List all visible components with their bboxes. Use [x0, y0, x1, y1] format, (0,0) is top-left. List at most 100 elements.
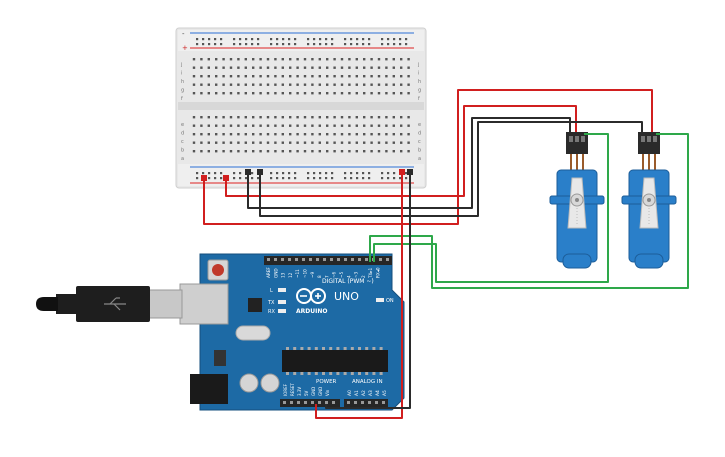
- breadboard-hole: [281, 66, 284, 69]
- rail-hole: [307, 172, 310, 175]
- breadboard-hole: [303, 124, 307, 127]
- breadboard-hole: [207, 58, 210, 61]
- breadboard-hole: [385, 133, 388, 136]
- wire-green-servo-1-signal[interactable]: [373, 133, 609, 283]
- breadboard-hole: [385, 124, 388, 127]
- breadboard-hole: [259, 92, 262, 95]
- wire-black-servo-1-ground[interactable]: [247, 117, 571, 209]
- breadboard-hole: [207, 150, 210, 153]
- breadboard-hole: [303, 150, 307, 153]
- breadboard-hole: [370, 141, 373, 144]
- rail-hole: [356, 43, 359, 46]
- row-label: h: [418, 79, 421, 85]
- rail-hole: [387, 177, 390, 180]
- breadboard-hole: [311, 116, 314, 119]
- rail-hole: [245, 177, 248, 180]
- row-label: a: [181, 156, 184, 162]
- wire-black-arduino-gnd[interactable]: [325, 172, 411, 409]
- breadboard-hole: [363, 66, 366, 69]
- row-label: e: [181, 122, 184, 128]
- breadboard-hole: [207, 75, 210, 78]
- ic-pin: [286, 372, 289, 375]
- breadboard-hole: [259, 83, 262, 86]
- rail-hole: [319, 172, 322, 175]
- breadboard-hole: [326, 83, 329, 86]
- servo-2-pin: [653, 136, 657, 142]
- row-label: j: [180, 62, 182, 68]
- breadboard-hole: [200, 83, 203, 86]
- breadboard-hole: [192, 124, 196, 127]
- breadboard-hole: [385, 83, 388, 86]
- servo-1-pin: [575, 136, 579, 142]
- breadboard-hole: [200, 150, 203, 153]
- wire-red-servo-2-power[interactable]: [203, 89, 653, 225]
- board-model-label: UNO: [334, 290, 359, 303]
- breadboard-hole: [252, 133, 255, 136]
- breadboard-hole: [244, 58, 247, 61]
- power-pin-label: Vin: [325, 389, 330, 396]
- breadboard-hole: [370, 124, 373, 127]
- breadboard-hole: [252, 150, 255, 153]
- header-pin: [290, 401, 293, 404]
- breadboard-hole: [311, 66, 314, 69]
- ic-pin: [350, 347, 354, 350]
- digital-pin-label: ~11: [295, 269, 300, 278]
- wire-red-arduino-5v[interactable]: [315, 172, 403, 419]
- breadboard-hole: [281, 116, 284, 119]
- breadboard-hole: [222, 58, 225, 61]
- breadboard-hole: [348, 150, 351, 153]
- row-label: g: [418, 88, 421, 94]
- servo-1-pin: [581, 136, 585, 142]
- rail-hole: [362, 43, 365, 46]
- breadboard-hole: [311, 141, 314, 144]
- breadboard-hole: [289, 133, 292, 136]
- rail-hole: [282, 38, 285, 41]
- rail-hole: [220, 38, 223, 41]
- rail-hole: [405, 43, 408, 46]
- wire-green-servo-2-signal[interactable]: [369, 133, 689, 289]
- breadboard-hole: [385, 75, 388, 78]
- ic-pin: [307, 347, 311, 350]
- ic-pin: [336, 347, 340, 350]
- rail-hole: [208, 43, 211, 46]
- breadboard-hole: [259, 58, 262, 61]
- rail-hole: [381, 177, 384, 180]
- breadboard-hole: [281, 58, 284, 61]
- breadboard-hole: [289, 58, 292, 61]
- breadboard-hole: [274, 58, 277, 61]
- breadboard-hole: [355, 66, 358, 69]
- rail-hole: [294, 172, 297, 175]
- microcontroller-pins: [286, 347, 383, 375]
- digital-pin-label: 13: [281, 272, 286, 278]
- ic-pin: [322, 347, 325, 350]
- usb-cable[interactable]: [36, 286, 183, 322]
- breadboard-hole: [244, 66, 247, 69]
- breadboard-hole: [252, 92, 255, 95]
- wire-red-servo-1-power[interactable]: [225, 105, 577, 197]
- breadboard-hole: [303, 116, 307, 119]
- breadboard-hole: [326, 116, 329, 119]
- rail-hole: [399, 38, 402, 41]
- breadboard-hole: [303, 66, 307, 69]
- wire-black-servo-2-ground[interactable]: [259, 121, 643, 217]
- header-pin: [283, 401, 286, 404]
- servo-motor-1[interactable]: [549, 132, 605, 269]
- servo-motor-2[interactable]: [621, 132, 677, 269]
- breadboard-hole: [407, 92, 410, 95]
- rail-hole: [344, 177, 347, 180]
- breadboard-hole: [340, 150, 344, 153]
- servo-1-base: [562, 253, 592, 269]
- row-label: d: [181, 131, 184, 137]
- breadboard-hole: [326, 141, 329, 144]
- ic-pin: [358, 372, 361, 375]
- breadboard-hole: [348, 133, 351, 136]
- breadboard-hole: [377, 66, 381, 69]
- rail-hole: [288, 177, 291, 180]
- breadboard-hole: [333, 141, 336, 144]
- rail-hole: [233, 177, 236, 180]
- rail-hole: [331, 172, 334, 175]
